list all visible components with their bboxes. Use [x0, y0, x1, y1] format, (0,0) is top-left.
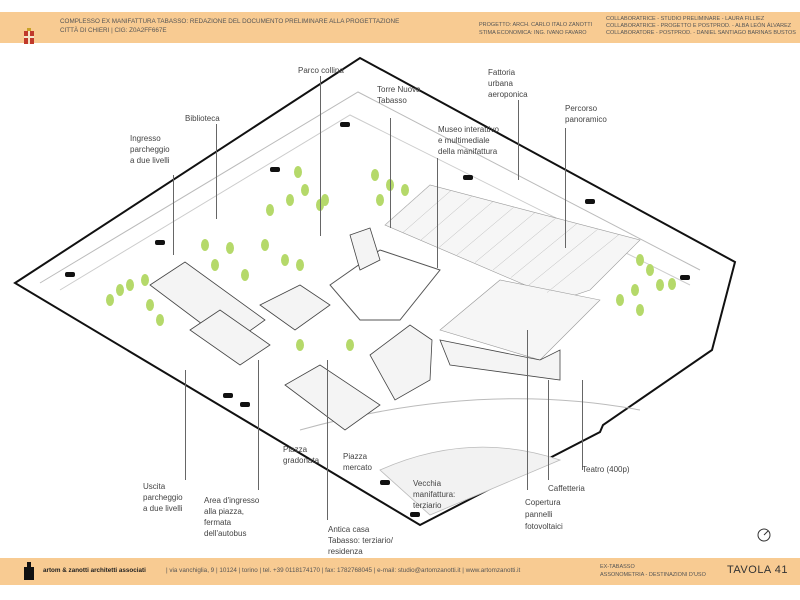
buildings	[149, 227, 561, 431]
tree	[301, 184, 309, 196]
collab-credit-2: COLLABORATRICE - PROGETTO E POSTPROD. - …	[606, 23, 792, 29]
roof-grid-line	[474, 212, 536, 263]
sheet-number: TAVOLA 41	[727, 564, 788, 576]
roof-grid	[384, 184, 620, 293]
tree	[296, 339, 304, 351]
label-vecchia-manifattura: Vecchia manifattura: terziario	[413, 479, 456, 510]
car	[223, 393, 233, 398]
tree	[146, 299, 154, 311]
tree	[266, 204, 274, 216]
firm-logo-icon	[24, 562, 34, 580]
label-ingresso-parcheggio: Ingresso parcheggio a due livelli	[130, 134, 170, 165]
roof-grid-line	[420, 195, 473, 241]
tree	[261, 239, 269, 251]
tree	[106, 294, 114, 306]
firm-contact: | via vanchiglia, 9 | 10124 | torino | t…	[166, 567, 521, 574]
tree	[156, 314, 164, 326]
roof-grid-line	[492, 217, 557, 271]
car	[240, 402, 250, 407]
roof-grid-line	[510, 223, 578, 278]
tree	[631, 284, 639, 296]
label-piazza-gradonata: Piazza gradonata	[283, 445, 320, 465]
tree	[281, 254, 289, 266]
project-credit: PROGETTO: ARCH. CARLO ITALO ZANOTTI	[479, 22, 593, 28]
tree	[201, 239, 209, 251]
tree	[226, 242, 234, 254]
label-area-ingresso: Area d'ingresso alla piazza, fermata del…	[204, 496, 260, 538]
car	[585, 199, 595, 204]
tree	[296, 259, 304, 271]
label-copertura: Copertura pannelli fotovoltaici	[525, 498, 563, 531]
label-parco-collina: Parco collina	[298, 66, 344, 75]
label-torre: Torre Nuova Tabasso	[377, 85, 421, 105]
tree	[126, 279, 134, 291]
tree	[116, 284, 124, 296]
car	[270, 167, 280, 172]
sheet-name: EX-TABASSO	[600, 564, 635, 570]
tree	[371, 169, 379, 181]
tree	[401, 184, 409, 196]
car	[340, 122, 350, 127]
north-arrow-icon	[757, 528, 771, 542]
label-biblioteca: Biblioteca	[185, 114, 220, 123]
tree	[646, 264, 654, 276]
factory-roof	[384, 184, 641, 361]
label-percorso: Percorso panoramico	[565, 104, 607, 124]
label-teatro: Teatro (400p)	[582, 465, 630, 474]
project-subtitle: CITTÀ DI CHIERI | CIG: Z0A2FF667E	[60, 27, 167, 34]
label-antica-casa: Antica casa Tabasso: terziario/ residenz…	[328, 525, 393, 556]
label-caffetteria: Caffetteria	[548, 484, 585, 493]
tree	[656, 279, 664, 291]
project-title: COMPLESSO EX MANIFATTURA TABASSO: REDAZI…	[60, 18, 400, 25]
roof-grid-line	[456, 206, 515, 256]
car	[463, 175, 473, 180]
tree	[376, 194, 384, 206]
road	[39, 91, 701, 284]
estimate-credit: STIMA ECONOMICA: ING. IVANO FAVARO	[479, 30, 587, 36]
city-crest-icon	[24, 28, 34, 44]
footer-band: artom & zanotti architetti associati | v…	[0, 558, 800, 585]
car	[65, 272, 75, 277]
car	[680, 275, 690, 280]
label-fattoria: Fattoria urbana aeroponica	[488, 68, 528, 99]
header-band: COMPLESSO EX MANIFATTURA TABASSO: REDAZI…	[0, 12, 800, 44]
roof-grid-line	[384, 184, 431, 226]
tree	[141, 274, 149, 286]
car	[155, 240, 165, 245]
sheet-description: ASSONOMETRIA - DESTINAZIONI D'USO	[600, 572, 706, 578]
label-museo: Museo interattivo e multimediale della m…	[438, 125, 499, 156]
car	[410, 512, 420, 517]
tree	[668, 278, 676, 290]
tree	[636, 254, 644, 266]
roof-grid-line	[402, 190, 452, 233]
label-uscita-parcheggio: Uscita parcheggio a due livelli	[143, 482, 183, 513]
tree	[616, 294, 624, 306]
tree	[346, 339, 354, 351]
tree	[286, 194, 294, 206]
collab-credit-3: COLLABORATORE - POSTPROD. - DANIEL SANTI…	[606, 30, 796, 36]
plaza	[379, 446, 562, 516]
firm-name: artom & zanotti architetti associati	[43, 567, 146, 574]
roof-grid-line	[528, 228, 599, 286]
label-piazza-mercato: Piazza mercato	[343, 452, 372, 472]
roof-grid-line	[438, 201, 494, 248]
tree	[294, 166, 302, 178]
tree	[241, 269, 249, 281]
trees	[106, 166, 676, 351]
roof-grid-line	[546, 234, 620, 293]
tree	[321, 194, 329, 206]
collab-credit-1: COLLABORATRICE - STUDIO PRELIMINARE - LA…	[606, 16, 765, 22]
tree	[636, 304, 644, 316]
cars	[65, 122, 690, 517]
car	[380, 480, 390, 485]
tree	[211, 259, 219, 271]
